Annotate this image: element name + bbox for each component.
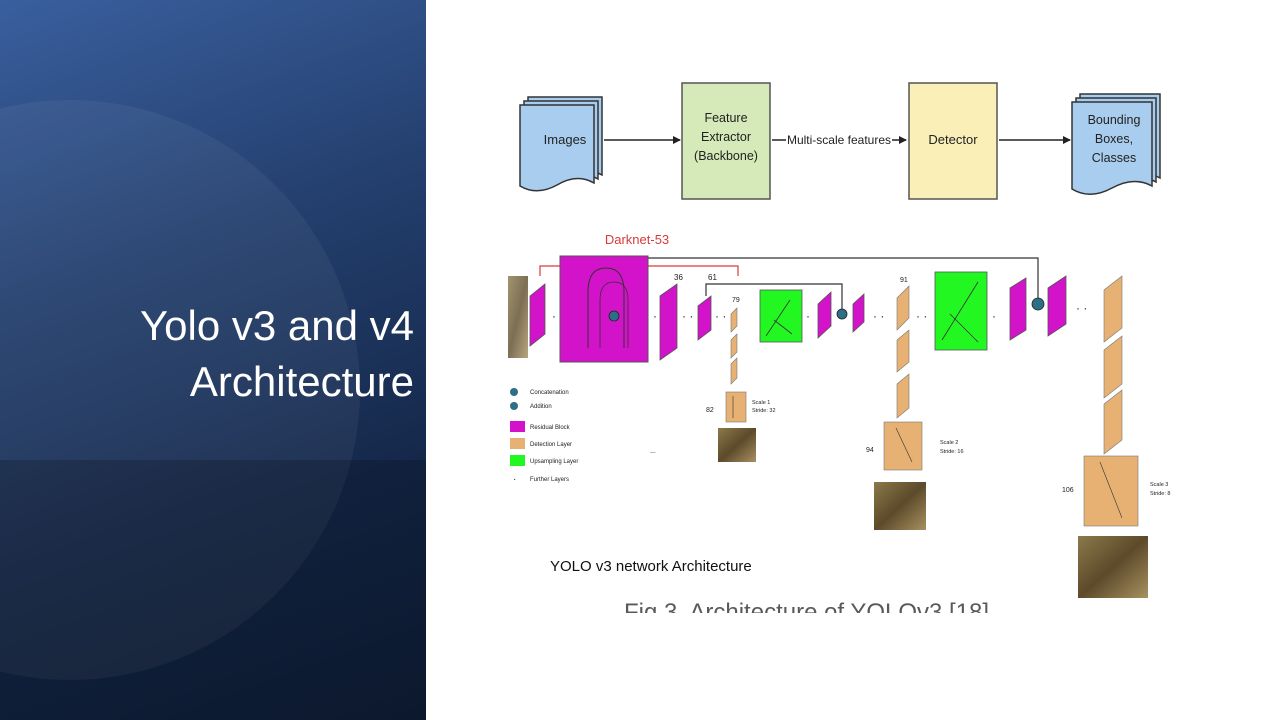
slide-title-line-2: Architecture xyxy=(189,358,414,405)
legend-concat-label: Concatenation xyxy=(530,390,569,396)
concatenation-node xyxy=(1031,297,1045,311)
svg-text:· ·: · · xyxy=(653,309,664,323)
title-panel: Yolo v3 and v4 Architecture xyxy=(0,0,426,720)
output-label-2: Boxes, xyxy=(1095,132,1133,146)
detection-output-2 xyxy=(883,421,923,471)
decorative-band xyxy=(0,460,426,720)
residual-layer xyxy=(529,283,546,347)
dog-image-small xyxy=(718,428,756,462)
output-label-1: Bounding xyxy=(1088,113,1141,127)
detection-layer xyxy=(896,329,910,373)
detection-layer xyxy=(730,333,738,359)
slide-title-line-1: Yolo v3 and v4 xyxy=(139,302,414,349)
network-legend: Concatenation Addition Residual Block De… xyxy=(510,388,578,485)
legend-detection-label: Detection Layer xyxy=(530,442,572,448)
detector-node: Detector xyxy=(908,82,998,200)
scale2-label-2: Stride: 16 xyxy=(940,449,964,455)
skip-connection-61 xyxy=(705,283,843,312)
backbone-node: Feature Extractor (Backbone) xyxy=(681,82,771,200)
layer-number-82: 82 xyxy=(706,407,714,414)
legend-upsampling-icon xyxy=(510,455,525,466)
figure-caption: Fig 3. Architecture of YOLOv3 [18] xyxy=(624,599,989,626)
svg-text:· ·: · · xyxy=(715,309,726,323)
scale3-label-2: Stride: 8 xyxy=(1150,491,1170,497)
svg-text:·: · xyxy=(513,474,516,485)
detection-layer xyxy=(1103,389,1123,455)
legend-addition-label: Addition xyxy=(530,404,552,410)
slide-title: Yolo v3 and v4 Architecture xyxy=(14,298,414,410)
svg-text:· ·: · · xyxy=(873,309,884,323)
legend-detection-icon xyxy=(510,438,525,449)
concatenation-node xyxy=(608,310,620,322)
scale3-label-1: Scale 3 xyxy=(1150,482,1168,488)
input-image xyxy=(508,276,528,358)
legend-upsampling-label: Upsampling Layer xyxy=(530,459,578,465)
darknet-label: Darknet-53 xyxy=(605,232,669,247)
dog-image-medium xyxy=(874,482,926,530)
svg-text:·: · xyxy=(806,309,810,323)
legend-concat-icon xyxy=(510,388,518,396)
legend-further-label: Further Layers xyxy=(530,477,569,483)
dog-image-large xyxy=(1078,536,1148,598)
detection-layer xyxy=(730,307,738,333)
residual-layer xyxy=(852,293,865,333)
layer-number-36: 36 xyxy=(674,273,683,282)
backbone-label-3: (Backbone) xyxy=(694,149,758,163)
yolov3-network-diagram: Darknet-53 · 36 61 · · · · · · 79 82 xyxy=(506,232,1186,606)
detection-output-3 xyxy=(1083,455,1139,527)
residual-layer xyxy=(697,295,712,341)
detection-layer xyxy=(730,357,738,385)
scale2-label-1: Scale 2 xyxy=(940,440,958,446)
output-label-3: Classes xyxy=(1092,151,1136,165)
layer-number-79: 79 xyxy=(732,297,740,304)
upsampling-layer xyxy=(759,289,803,343)
layer-number-61: 61 xyxy=(708,273,717,282)
legend-residual-icon xyxy=(510,421,525,432)
detection-layer xyxy=(1103,335,1123,399)
detection-layer xyxy=(896,373,910,419)
layer-number-91: 91 xyxy=(900,277,908,284)
figure-caption-cropped: Fig 3. Architecture of YOLOv3 [18] xyxy=(624,599,989,626)
legend-residual-label: Residual Block xyxy=(530,425,571,431)
residual-layer xyxy=(659,283,678,361)
residual-layer xyxy=(1009,277,1027,341)
layer-number-106: 106 xyxy=(1062,487,1074,494)
backbone-label-1: Feature xyxy=(704,111,747,125)
detection-layer xyxy=(896,285,910,331)
backbone-label-2: Extractor xyxy=(701,130,751,144)
legend-addition-icon xyxy=(510,402,518,410)
svg-text:· ·: · · xyxy=(682,309,693,323)
scale1-label-1: Scale 1 xyxy=(752,400,770,406)
network-caption: YOLO v3 network Architecture xyxy=(550,558,752,575)
svg-text:·: · xyxy=(992,309,996,323)
svg-text:· ·: · · xyxy=(1076,301,1087,315)
concatenation-node xyxy=(836,308,848,320)
images-label: Images xyxy=(544,132,587,147)
svg-text:·: · xyxy=(552,309,556,323)
multiscale-features-label: Multi-scale features xyxy=(787,133,891,147)
output-document-node: Bounding Boxes, Classes xyxy=(1071,93,1161,195)
darknet-block xyxy=(559,255,649,363)
detection-layer xyxy=(1103,275,1123,343)
detection-output-1 xyxy=(725,391,747,423)
residual-layer xyxy=(817,291,832,339)
svg-text:–: – xyxy=(650,447,656,458)
detector-label: Detector xyxy=(928,132,978,147)
images-document-node: Images xyxy=(519,96,603,192)
pipeline-diagram: Images Feature Extractor (Backbone) Mult… xyxy=(519,82,1161,200)
layer-number-94: 94 xyxy=(866,447,874,454)
residual-layer xyxy=(1047,275,1067,337)
scale1-label-2: Stride: 32 xyxy=(752,408,776,414)
svg-text:· ·: · · xyxy=(916,309,927,323)
